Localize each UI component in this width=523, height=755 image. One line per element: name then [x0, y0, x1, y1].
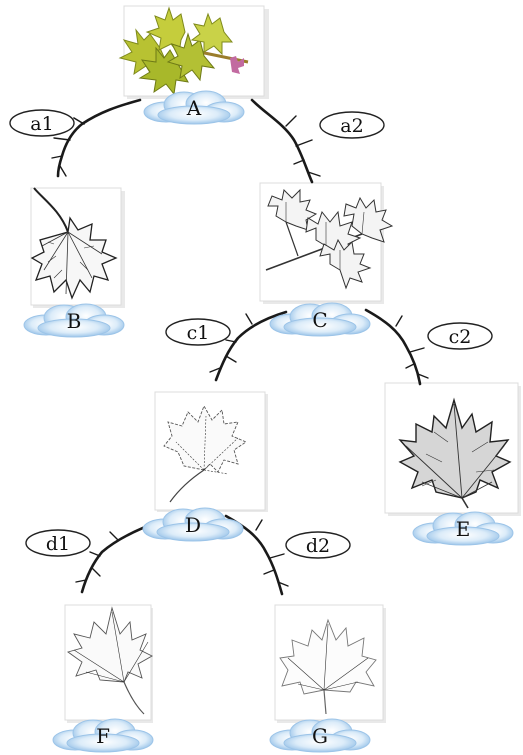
- node-b-cloud: B: [23, 303, 125, 338]
- node-f-label: F: [96, 724, 110, 748]
- branch-a1: [51, 98, 142, 178]
- node-f-cloud: F: [52, 718, 154, 753]
- svg-text:c2: c2: [449, 326, 472, 348]
- node-a-cloud: A: [143, 90, 245, 125]
- branch-label-d1: d1: [25, 529, 91, 557]
- svg-text:d1: d1: [46, 533, 70, 555]
- leaf-f-image: [64, 604, 153, 723]
- node-g-label: G: [312, 724, 328, 748]
- node-e-label: E: [456, 517, 471, 541]
- leaf-g-image: [274, 604, 386, 723]
- node-c-label: C: [312, 308, 327, 332]
- branch-label-a2: a2: [319, 111, 385, 139]
- node-e-cloud: E: [412, 511, 514, 546]
- branch-label-c2: c2: [427, 322, 493, 350]
- node-g-cloud: G: [269, 718, 371, 753]
- node-b-label: B: [67, 309, 82, 333]
- branch-d1: [75, 520, 160, 594]
- node-d-cloud: D: [142, 507, 244, 542]
- branch-a2: [250, 98, 321, 184]
- svg-text:a2: a2: [340, 115, 363, 137]
- leaf-d-image: [154, 391, 268, 512]
- branch-label-c1: c1: [165, 318, 231, 346]
- leaf-c-image: [259, 182, 394, 304]
- leaf-b-image: [30, 187, 125, 308]
- leaf-a-image: [118, 5, 269, 99]
- svg-text:c1: c1: [187, 322, 210, 344]
- node-a-label: A: [186, 96, 202, 120]
- branch-c2: [364, 308, 429, 386]
- branch-c1: [209, 310, 288, 382]
- leaf-e-image: [384, 382, 521, 516]
- branch-label-a1: a1: [9, 109, 75, 137]
- node-c-cloud: C: [269, 302, 371, 337]
- node-d-label: D: [185, 513, 201, 537]
- svg-text:a1: a1: [30, 113, 53, 135]
- svg-text:d2: d2: [306, 535, 330, 557]
- branch-label-d2: d2: [285, 531, 351, 559]
